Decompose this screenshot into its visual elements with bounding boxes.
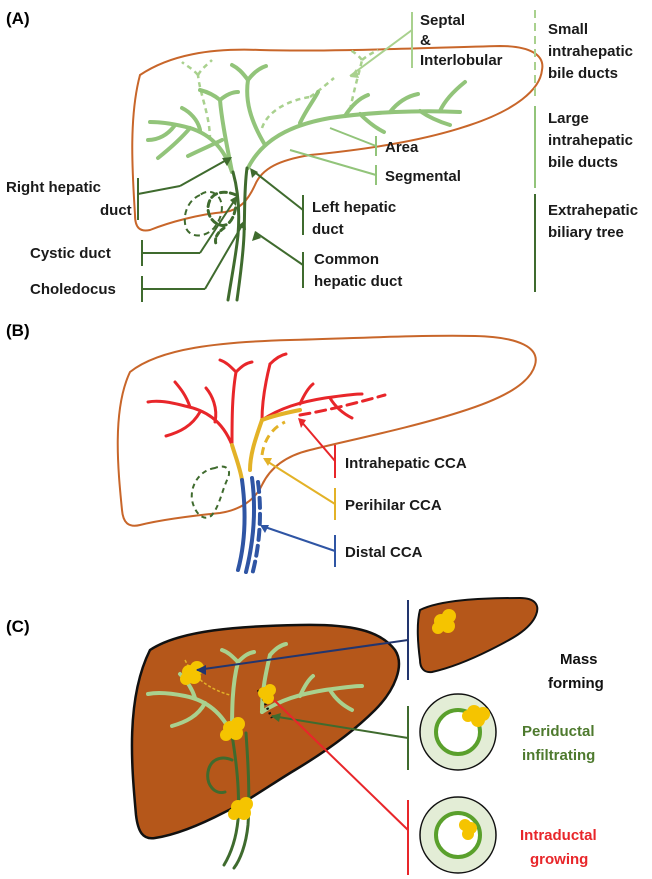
label-perihilar-cca: Perihilar CCA (345, 497, 442, 514)
label-common-hepatic-1: Common (314, 251, 379, 268)
label-intrahepatic-cca: Intrahepatic CCA (345, 455, 467, 472)
label-left-hepatic-2: duct (312, 221, 344, 238)
label-mass-2: forming (548, 675, 604, 692)
panel-c-letter: (C) (6, 617, 30, 636)
label-right-hepatic-2: duct (100, 202, 132, 219)
perihilar-dashed-b (262, 422, 285, 455)
label-extra-1: Extrahepatic (548, 202, 638, 219)
label-cystic-duct: Cystic duct (30, 245, 111, 262)
label-mass-1: Mass (560, 651, 598, 668)
label-small-2: intrahepatic (548, 43, 633, 60)
label-intraductal-1: Intraductal (520, 827, 597, 844)
panel-b-letter: (B) (6, 321, 30, 340)
gallbladder-b (192, 466, 229, 517)
label-small-3: bile ducts (548, 65, 618, 82)
arrowhead-perihilar (263, 458, 272, 466)
label-periductal-2: infiltrating (522, 747, 595, 764)
label-left-hepatic-1: Left hepatic (312, 199, 396, 216)
panel-a: (A) (6, 9, 638, 302)
panel-c: (C) (6, 598, 604, 875)
label-choledocus: Choledocus (30, 281, 116, 298)
label-common-hepatic-2: hepatic duct (314, 273, 402, 290)
label-extra-2: biliary tree (548, 224, 624, 241)
label-periductal-1: Periductal (522, 723, 595, 740)
label-large-2: intrahepatic (548, 132, 633, 149)
panel-b: (B) (6, 321, 536, 575)
label-interlobular: Interlobular (420, 52, 503, 69)
label-segmental: Segmental (385, 168, 461, 185)
intraductal-diagram (420, 797, 496, 873)
label-septal: Septal (420, 12, 465, 29)
label-distal-cca: Distal CCA (345, 544, 423, 561)
small-liver-mass (418, 598, 538, 672)
label-area: Area (385, 139, 419, 156)
label-small-1: Small (548, 21, 588, 38)
extrahepatic-tree-a (208, 168, 247, 300)
periductal-diagram (420, 694, 496, 770)
label-septal-amp: & (420, 32, 431, 49)
label-right-hepatic-1: Right hepatic (6, 179, 101, 196)
arrowhead-distal (260, 525, 269, 533)
label-large-3: bile ducts (548, 154, 618, 171)
intrahepatic-ducts-b (148, 354, 385, 445)
liver-c (132, 625, 399, 838)
label-large-1: Large (548, 110, 589, 127)
perihilar-ducts-b (232, 410, 300, 480)
label-intraductal-2: growing (530, 851, 588, 868)
panel-a-letter: (A) (6, 9, 30, 28)
brackets-b (262, 420, 335, 567)
